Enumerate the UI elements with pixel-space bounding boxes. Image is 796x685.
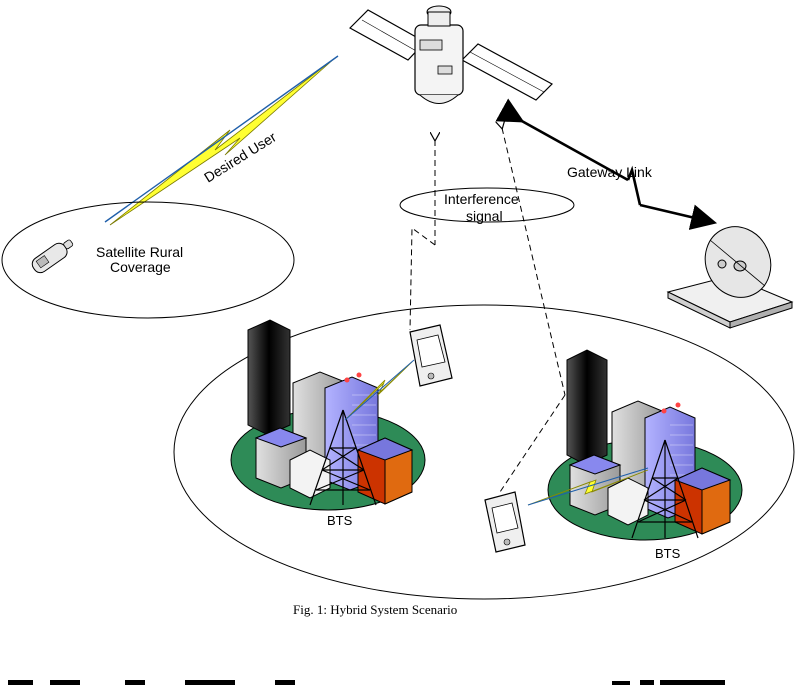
gateway-link xyxy=(495,98,718,230)
city-cluster-right-icon xyxy=(547,349,743,541)
satellite-rural-label: Satellite Rural xyxy=(96,244,183,260)
pda-left-icon xyxy=(409,324,453,387)
coverage-label: Coverage xyxy=(110,259,171,275)
city-cluster-left-icon xyxy=(230,319,426,511)
desired-user-link xyxy=(104,55,339,226)
interference-label: Interference xyxy=(444,191,519,207)
bts-right-label: BTS xyxy=(655,546,681,561)
interference-ellipse xyxy=(399,187,575,223)
satellite-icon xyxy=(349,5,553,104)
satellite-phone-icon xyxy=(31,239,74,274)
cell-tower-left-icon xyxy=(309,409,377,506)
satellite-rural-coverage-ellipse xyxy=(1,201,295,319)
signal-label: signal xyxy=(466,208,503,224)
terrestrial-coverage-ellipse xyxy=(173,304,795,600)
right-bts-lightning xyxy=(527,469,649,506)
pda-right-icon xyxy=(484,491,526,553)
interference-signal xyxy=(409,128,566,493)
cropped-text-fragments xyxy=(8,680,725,685)
gateway-dish-icon xyxy=(666,226,794,329)
cell-tower-right-icon xyxy=(631,439,699,539)
figure-caption: Fig. 1: Hybrid System Scenario xyxy=(293,602,457,617)
gateway-link-label: Gateway Link xyxy=(567,164,653,180)
bts-left-label: BTS xyxy=(327,513,353,528)
